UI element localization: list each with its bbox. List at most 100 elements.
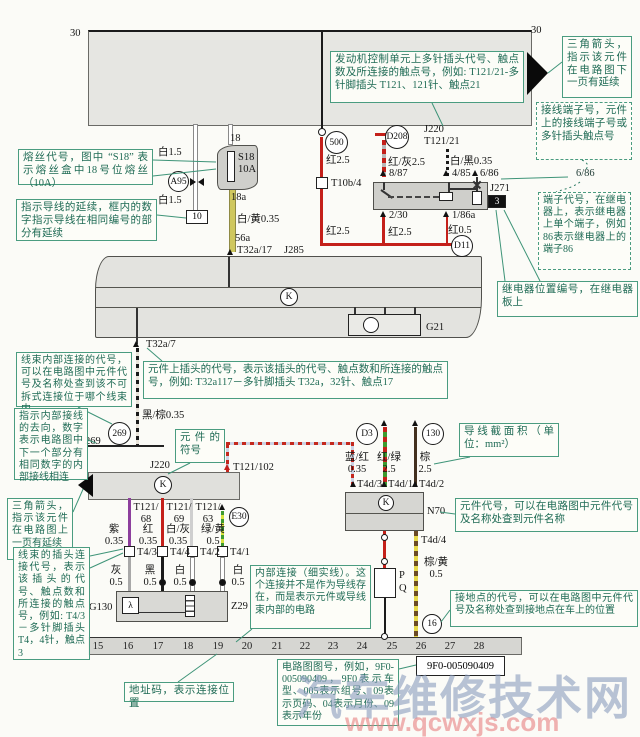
relay-485-stem bbox=[448, 182, 450, 193]
wire-white-yellow bbox=[229, 190, 236, 252]
label-t4d1: T4d/1 bbox=[388, 479, 414, 490]
continuation-e30: E30 bbox=[229, 507, 249, 527]
connector-t4-1 bbox=[217, 546, 228, 557]
wire-label-black05: 黑 0.5 bbox=[143, 565, 157, 589]
continuation-d208: D208 bbox=[385, 125, 409, 149]
wire-red-035 bbox=[161, 498, 164, 548]
internal-thin-line bbox=[139, 612, 195, 613]
track-20: 20 bbox=[241, 641, 253, 652]
connector-arrow-right bbox=[190, 178, 196, 186]
fuse-18a-label: 18a bbox=[231, 192, 247, 203]
label-j285: J285 bbox=[284, 245, 304, 256]
arrow-887 bbox=[380, 170, 386, 176]
label-z29: Z29 bbox=[231, 601, 248, 612]
arrow-485 bbox=[443, 170, 449, 176]
wire-blue-red-up bbox=[226, 444, 229, 472]
continuation-d11: D11 bbox=[451, 235, 473, 257]
track-15: 15 bbox=[92, 641, 104, 652]
callout-internal-direction: 指示内部接线的去向，数字表示电路图中下一个部分有相同数字的内部接线相连 bbox=[14, 408, 88, 483]
arrow-t32a17 bbox=[227, 249, 233, 255]
label-2-30: 2/30 bbox=[389, 210, 408, 221]
wire-label-black-brown: 黑/棕0.35 bbox=[142, 410, 185, 421]
wire-label-white05-a: 白 0.5 bbox=[173, 565, 187, 589]
spark-plug-box bbox=[374, 568, 396, 598]
wire-blue-red-down bbox=[351, 442, 354, 487]
wire-label-white15-b: 白1.5 bbox=[158, 195, 182, 206]
label-t121-69: T121/ 69 bbox=[166, 502, 192, 526]
track-26: 26 bbox=[415, 641, 427, 652]
g21-tick-2 bbox=[384, 307, 386, 315]
arrow-t32a7 bbox=[133, 341, 139, 347]
label-t4-1: T4/1 bbox=[230, 547, 250, 558]
wire-label-red05: 红0.5 bbox=[448, 225, 472, 236]
track-27: 27 bbox=[444, 641, 456, 652]
relay-position-3: 3 bbox=[488, 195, 506, 208]
wire-red25-230 bbox=[382, 217, 385, 246]
wire-label-blue-red: 蓝/红 0.35 bbox=[345, 452, 369, 476]
d208-tee bbox=[375, 133, 389, 136]
wire-blue-red-across bbox=[226, 442, 354, 445]
junction-dot-2 bbox=[189, 579, 196, 586]
j285-control-unit-symbol: K bbox=[280, 288, 298, 306]
n70-control-symbol: K bbox=[378, 495, 394, 511]
wire-brown bbox=[414, 427, 417, 487]
wire-white-15-right bbox=[228, 124, 233, 145]
track-25: 25 bbox=[386, 641, 398, 652]
arrow-t4d2 bbox=[412, 481, 418, 487]
n70-inner-line bbox=[345, 513, 424, 515]
fuse-box-s18 bbox=[217, 145, 258, 190]
junction-dot-1 bbox=[159, 579, 166, 586]
arrow-t4d1 bbox=[381, 481, 387, 487]
label-6-86-example: 6/86 bbox=[576, 168, 595, 179]
wire-red05-186a bbox=[446, 217, 448, 244]
j285-entry-wire bbox=[228, 257, 230, 287]
label-t4d2: T4d/2 bbox=[419, 479, 445, 490]
callout-component-code: 元件代号，可以在电路图中元件代号及名称处查到元件名称 bbox=[455, 498, 638, 532]
label-g130: G130 bbox=[89, 602, 113, 613]
callout-arrow-next-page: 三角箭头，指示该元件在电路图下一页有延续 bbox=[562, 36, 632, 98]
ground-terminal-1 bbox=[381, 633, 388, 640]
wire-label-white15-a: 白1.5 bbox=[158, 147, 182, 158]
wire-white-black bbox=[446, 149, 449, 177]
connector-a95: A95 bbox=[168, 171, 189, 192]
callout-wire-cross-section: 导线截面积（单位：mm²） bbox=[459, 423, 559, 457]
wire-label-green-yellow: 绿/黄 0.5 bbox=[201, 524, 225, 548]
label-t4d3: T4d/3 bbox=[357, 479, 383, 490]
label-t32a17: T32a/17 bbox=[237, 245, 272, 256]
label-g21: G21 bbox=[426, 322, 445, 333]
wire-black-brown bbox=[136, 348, 139, 446]
continuation-d3: D3 bbox=[356, 423, 378, 445]
callout-fuse-code: 熔丝代号，图中 “S18” 表示熔丝盒中18号位熔丝（10A） bbox=[18, 149, 153, 189]
callout-ground-point: 接地点的代号，可以在电路图中元件代号及名称处查到接地点在车上的位置 bbox=[450, 590, 638, 627]
fuse-18-label: 18 bbox=[230, 133, 241, 144]
arrow-186a bbox=[443, 211, 449, 217]
track-28: 28 bbox=[473, 641, 485, 652]
track-22: 22 bbox=[299, 641, 311, 652]
wire-green-yellow bbox=[221, 511, 224, 548]
wire-label-red-green: 红/绿 2.5 bbox=[377, 452, 401, 476]
label-6-86: 6/86 bbox=[480, 168, 499, 179]
wire-white-15-left bbox=[193, 124, 198, 212]
wire-spark-ground bbox=[384, 598, 386, 638]
arrow-red-green-top bbox=[381, 420, 387, 426]
label-j220-top: J220 bbox=[424, 124, 444, 135]
j285-inner-line-1 bbox=[96, 287, 481, 289]
callout-wire-continuation: 指示导线的延续，框内的数字指示导线在相同编号的部分有延续 bbox=[16, 199, 157, 241]
diagram-number-box: 9F0-005090409 bbox=[416, 656, 505, 676]
wire-label-white-gray: 白/灰 0.35 bbox=[166, 524, 190, 548]
connector-t4-3 bbox=[124, 546, 135, 557]
callout-plug-code: 元件上插头的代号，表示该插头的代号、触点数和所连接的触点号，例如: T32a11… bbox=[143, 361, 448, 399]
arrow-t4d3 bbox=[350, 481, 356, 487]
wire-label-purple: 紫 0.35 bbox=[104, 524, 124, 548]
wire-red-horizontal bbox=[320, 243, 452, 246]
label-t121102: T121/102 bbox=[233, 462, 274, 473]
callout-component-symbol: 元件的符号 bbox=[175, 429, 225, 463]
wire-label-red035: 红 0.35 bbox=[138, 524, 158, 548]
continuation-130: 130 bbox=[422, 423, 444, 445]
track-16: 16 bbox=[122, 641, 134, 652]
label-t4-2: T4/2 bbox=[200, 547, 220, 558]
track-21: 21 bbox=[271, 641, 283, 652]
wire-spark-output bbox=[383, 531, 386, 568]
rail-30-left-label: 30 bbox=[70, 28, 81, 39]
